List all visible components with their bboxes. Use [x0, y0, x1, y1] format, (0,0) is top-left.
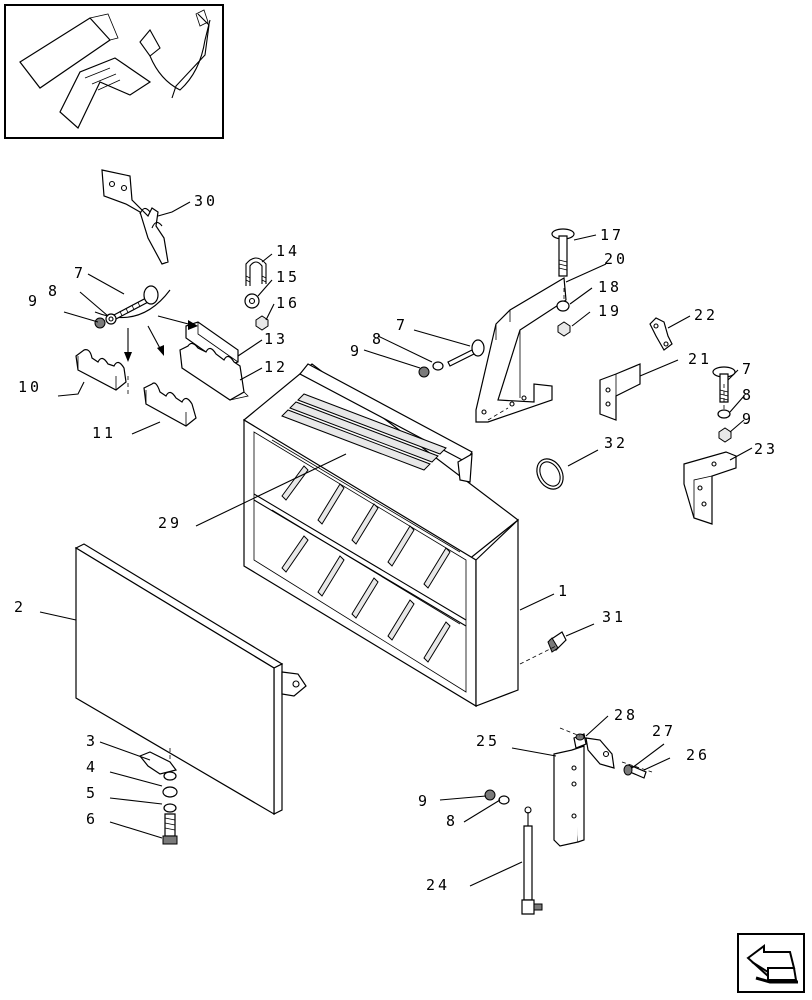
part-12-clamp-block [179, 342, 249, 401]
callout-26: 26 [686, 746, 710, 764]
part-32-o-ring [536, 458, 564, 490]
callout-4: 4 [86, 758, 98, 776]
callout-9-right: 9 [742, 410, 754, 428]
callout-22: 22 [694, 306, 718, 324]
callout-9-bottom: 9 [418, 792, 430, 810]
callout-18: 18 [598, 278, 622, 296]
callout-2: 2 [14, 598, 26, 616]
callout-32: 32 [604, 434, 628, 452]
callout-9-center: 9 [350, 342, 362, 360]
assembly-arrows [94, 289, 198, 362]
callout-30: 30 [194, 192, 218, 210]
callout-9-left: 9 [28, 292, 40, 310]
callout-labels: 30 14 15 16 13 12 7 8 9 10 11 17 20 18 1… [14, 192, 778, 894]
callout-8-center: 8 [372, 330, 384, 348]
callout-23: 23 [754, 440, 778, 458]
part-25-hinge-plate [553, 733, 587, 847]
part-10-clamp-block [75, 349, 127, 391]
callout-19: 19 [598, 302, 622, 320]
left-bolt-assembly [94, 285, 159, 329]
callout-8-right: 8 [742, 386, 754, 404]
callout-3: 3 [86, 732, 98, 750]
callout-7-right: 7 [742, 360, 754, 378]
right-bolt-assembly [712, 366, 736, 443]
location-inset [4, 4, 224, 139]
callout-11: 11 [92, 424, 116, 442]
callout-24: 24 [426, 876, 450, 894]
callout-7-center: 7 [396, 316, 408, 334]
callout-25: 25 [476, 732, 500, 750]
callout-31: 31 [602, 608, 626, 626]
callout-1: 1 [558, 582, 570, 600]
callout-29: 29 [158, 514, 182, 532]
callout-6: 6 [86, 810, 98, 828]
part-23-mount-bracket [683, 451, 737, 525]
callout-7-left: 7 [74, 264, 86, 282]
callout-15: 15 [276, 268, 300, 286]
part-1-storage-cabinet [242, 363, 519, 708]
callout-10: 10 [18, 378, 42, 396]
part-2-lid-panel [74, 543, 307, 816]
center-bolt-assembly [418, 228, 575, 378]
callout-14: 14 [276, 242, 300, 260]
callout-13: 13 [264, 330, 288, 348]
part-20-support-frame [475, 276, 567, 423]
callout-8-bottom: 8 [446, 812, 458, 830]
callout-21: 21 [688, 350, 712, 368]
callout-17: 17 [600, 226, 624, 244]
part-22-clip [649, 317, 673, 351]
parts-26-27-28-hinge-hardware [575, 733, 647, 779]
part-31-fitting [547, 631, 567, 653]
callout-12: 12 [264, 358, 288, 376]
part-30-hook-bracket [101, 169, 169, 265]
callout-20: 20 [604, 250, 628, 268]
part-11-clamp-block [143, 382, 197, 427]
callout-16: 16 [276, 294, 300, 312]
leader-lines [39, 201, 753, 887]
callout-27: 27 [652, 722, 676, 740]
part-14-u-bolt [244, 257, 269, 331]
callout-5: 5 [86, 784, 98, 802]
next-page-arrow-icon[interactable] [737, 933, 805, 993]
part-24-gas-strut [484, 789, 543, 915]
callout-8-left: 8 [48, 282, 60, 300]
lid-fastener-stack [139, 748, 178, 845]
part-21-angle-bracket [599, 363, 641, 421]
callout-28: 28 [614, 706, 638, 724]
